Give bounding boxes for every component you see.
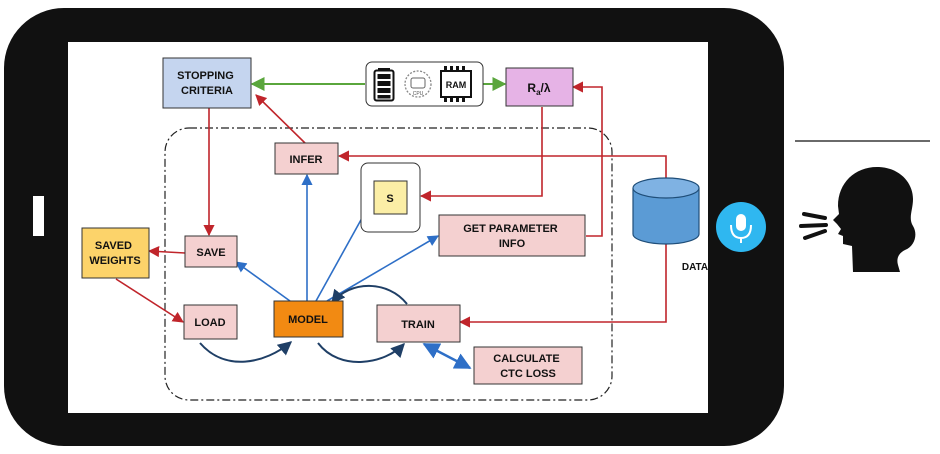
stopping-criteria-line2: CRITERIA [181,85,233,97]
load-node [183,304,238,340]
get-parameter-line1: GET PARAMETER [463,223,558,235]
saved-weights-line1: SAVED [95,240,132,252]
saved-weights-node [81,227,150,279]
arrow-train-to-model-curve [331,284,408,305]
train-label: TRAIN [401,319,435,331]
save-label: SAVE [196,247,225,259]
svg-text:GET PARAMETER INFO: GET PARAMETER INFO [463,223,561,250]
infer-node [274,142,339,175]
arrow-params-to-ra [571,81,603,237]
save-node [184,235,238,268]
arrow-save-to-saved [147,245,186,258]
arrow-infer-to-stopping [255,94,306,144]
arrow-data-to-infer [337,150,667,188]
data-label: DATA [682,262,708,273]
arrow-model-to-save [235,261,291,302]
arrow-ctc-train-link [422,342,472,370]
arrow-load-to-model-curve [199,341,293,363]
model-label: MODEL [288,314,328,326]
ctc-line1: CALCULATE [493,353,559,365]
model-node [273,300,344,338]
stopping-criteria-line1: STOPPING [177,70,234,82]
arrow-model-to-train-curve [317,342,405,363]
svg-text:CALCULATE CTC LOSS: CALCULATE CTC LOSS [493,353,562,380]
calculate-ctc-loss-node [473,346,583,385]
train-node [376,304,461,343]
s-label: S [386,193,393,205]
ram-label: RAM [446,80,467,90]
get-parameter-line2: INFO [499,238,526,250]
battery-icon [373,68,395,102]
arrow-model-to-params [326,235,439,302]
s-node [373,180,408,215]
microphone-icon[interactable] [716,202,766,252]
cpu-icon: CPU [404,70,432,98]
cpu-label: CPU [413,91,424,97]
ram-chip-icon: RAM [440,66,472,102]
arrow-data-to-train [458,238,667,328]
speaking-person-icon [799,166,916,272]
load-label: LOAD [194,317,225,329]
get-parameter-info-node [438,214,586,257]
infer-label: INFER [290,154,323,166]
svg-text:STOPPING CRITERIA: STOPPING CRITERIA [177,70,237,97]
saved-weights-line2: WEIGHTS [89,255,140,267]
data-cylinder-icon [632,177,700,245]
ra-lambda-label: Ra/λ [527,81,550,97]
ctc-line2: CTC LOSS [500,368,556,380]
system-boundary [164,127,613,401]
phone-side-button [33,196,44,236]
svg-text:SAVED WEIGHTS: SAVED WEIGHTS [89,240,140,267]
stopping-criteria-node [162,57,252,109]
ra-lambda-node [505,67,574,107]
arrow-saved-to-load [115,278,184,323]
arrow-ra-to-s [419,107,543,202]
